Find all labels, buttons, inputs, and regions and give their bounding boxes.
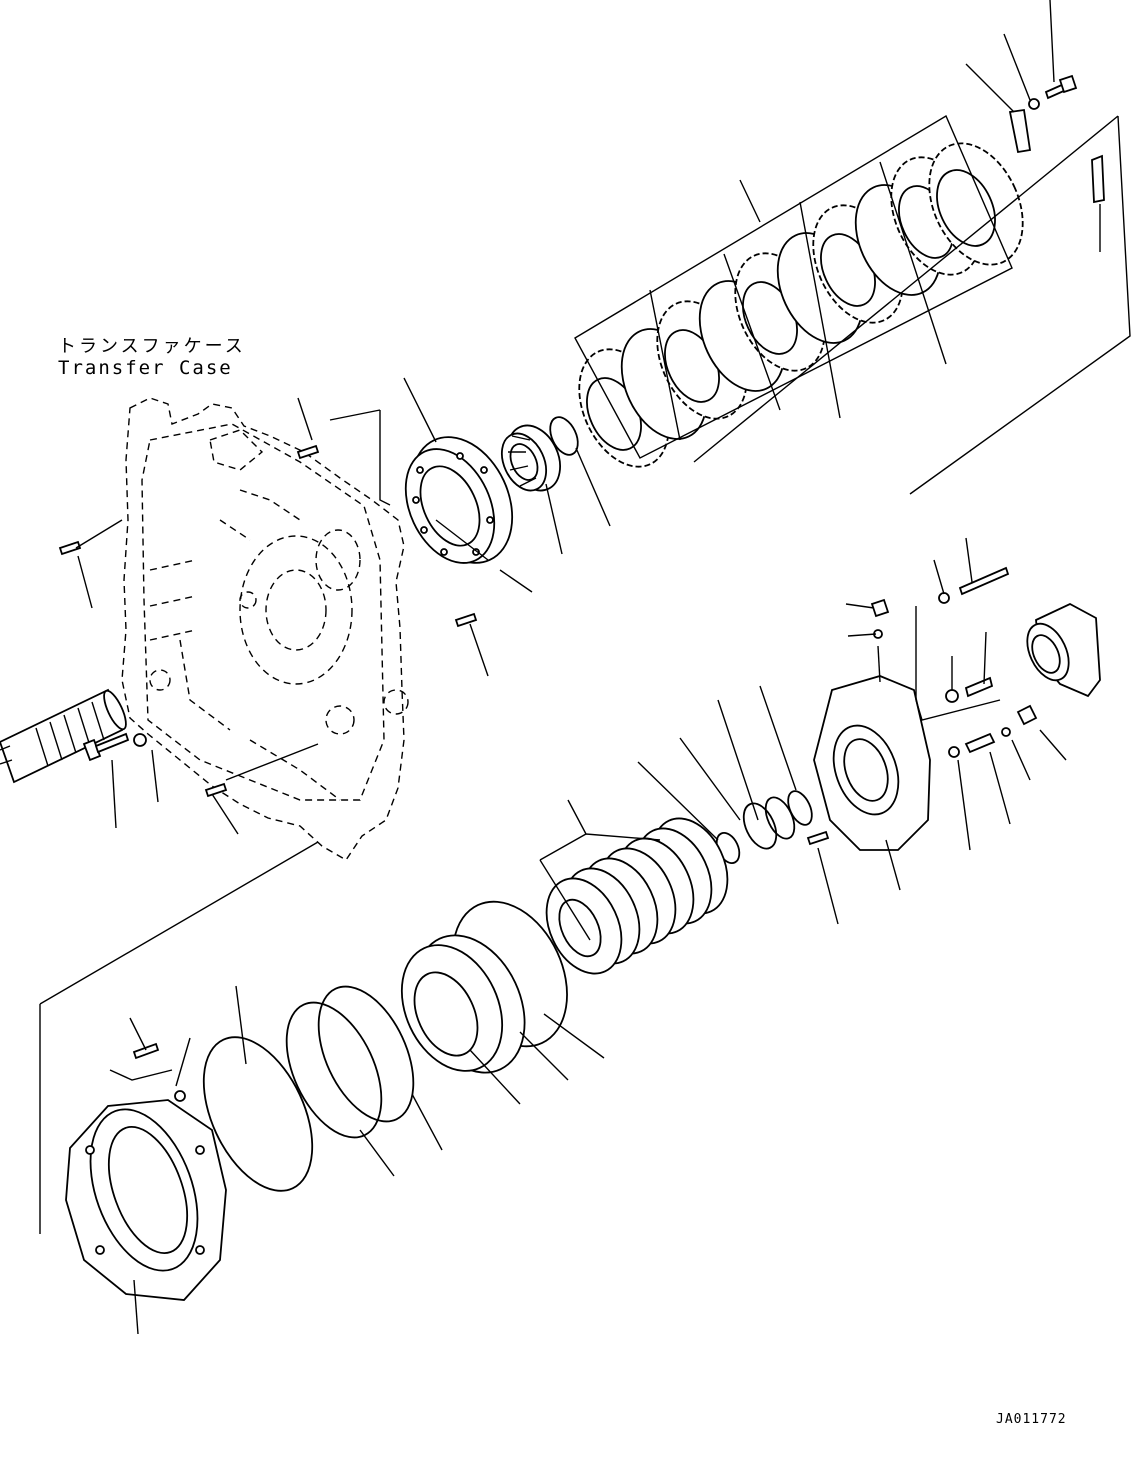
drawing-number: JA011772 [996,1412,1067,1427]
lock-plate-icon [1010,110,1104,202]
rear-cover-icon [66,1095,226,1300]
clutch-disc-pack-icon [562,128,1042,481]
brake-housing-icon [814,676,930,850]
plug-icon [872,600,1036,724]
transfer-case-icon [122,398,408,860]
o-ring-icon [175,630,1010,1101]
return-spring-pack-icon [532,806,742,985]
bolt-icon [84,568,1008,1058]
transfer-case-label-en: Transfer Case [58,357,233,379]
output-shaft-icon [0,688,130,782]
seal-ring-icon [712,787,816,866]
snap-ring-icon [545,413,584,459]
dowel-pin-icon [60,446,828,844]
roller-bearing-icon [493,417,570,499]
leader-lines [40,0,1130,1334]
lock-bolt-icon [1029,76,1076,109]
transfer-case-label-ja: トランスファケース [58,336,246,357]
piston-icon [382,883,589,1090]
coupling-flange-icon [1019,604,1100,696]
